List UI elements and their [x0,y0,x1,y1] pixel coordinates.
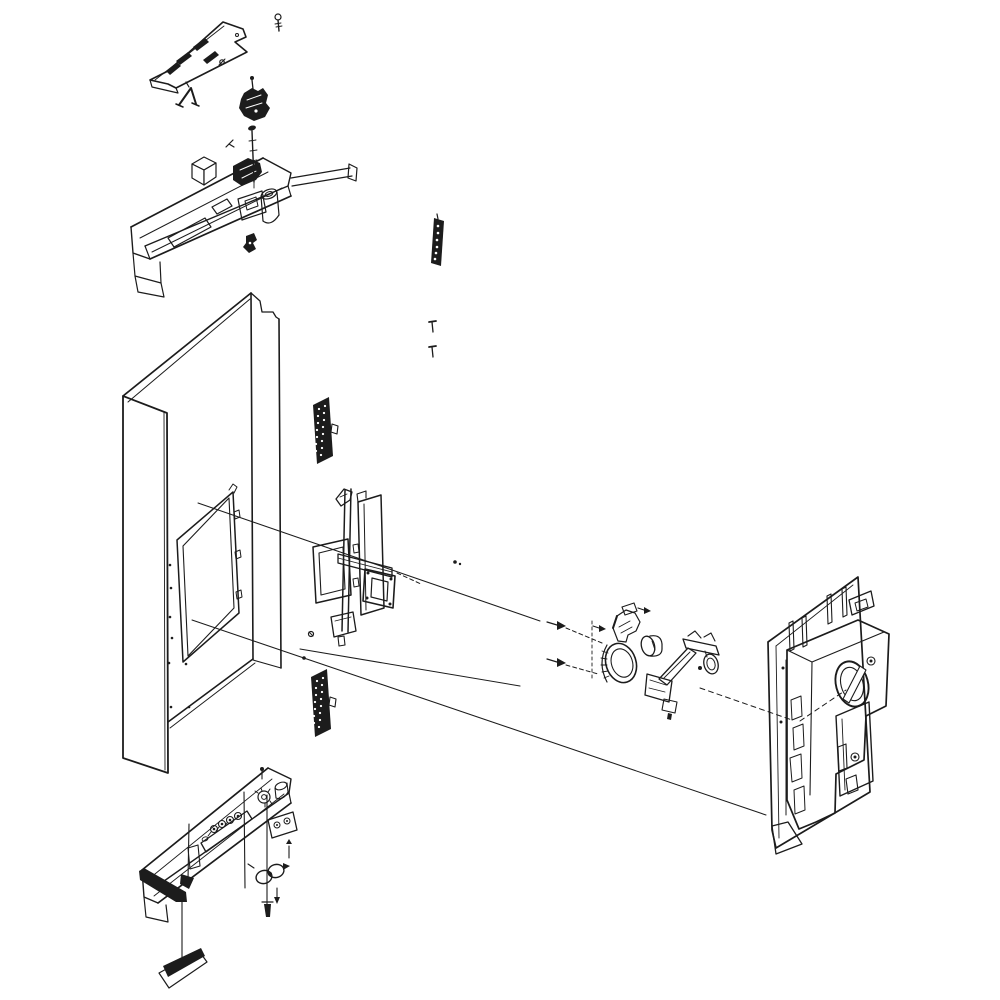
mounting-plate-bracket [149,21,248,94]
upper-rail-assembly [130,125,358,298]
latch-bracket-assembly [302,488,422,660]
perforated-pin-strip [431,213,444,266]
top-screw [274,13,283,32]
vent-grille-strip-lower [311,669,337,737]
cap-cylinder [640,635,663,657]
lever-switch-bracket [644,630,720,720]
small-screw-b [428,320,437,333]
gasket-strip [158,948,208,989]
vent-grille-strip-upper [313,397,339,464]
caret-clip [175,81,200,108]
lower-tray-assembly [139,767,298,963]
small-screw-a [218,58,226,66]
small-screw-c [428,345,437,358]
assembly-leader-lines [191,502,847,816]
door-panel [122,292,282,774]
dispenser-motor [239,76,270,121]
dispenser-housing-assembly [767,576,890,855]
hose-clamp-ring [592,602,651,684]
